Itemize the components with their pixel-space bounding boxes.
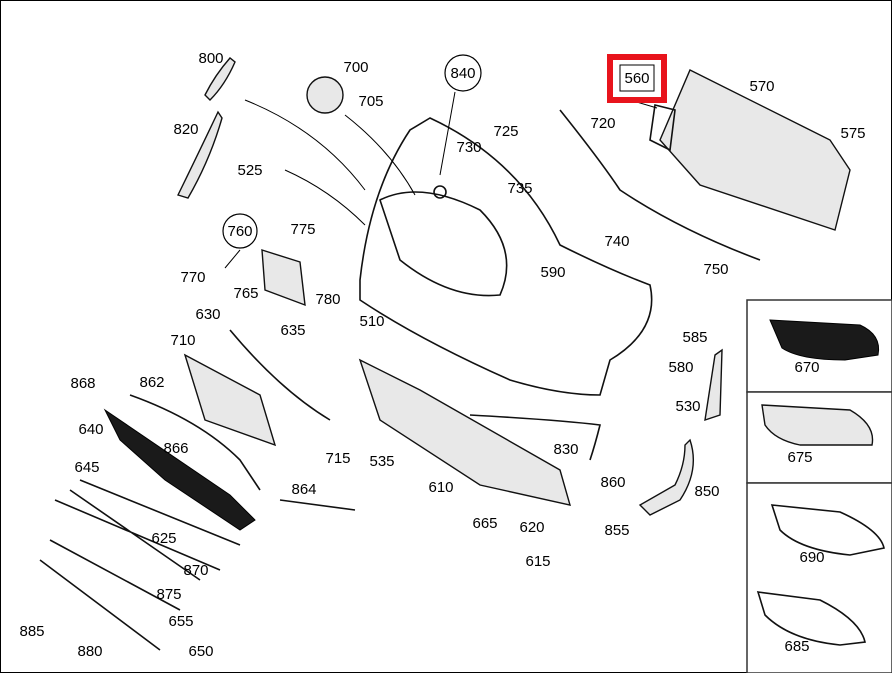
part-label-705[interactable]: 705 <box>358 93 383 110</box>
trim-strips[interactable] <box>39 479 241 651</box>
part-label-510[interactable]: 510 <box>359 313 384 330</box>
part-label-585[interactable]: 585 <box>682 329 707 346</box>
part-label-655[interactable]: 655 <box>168 613 193 630</box>
arrow-800 <box>244 99 366 191</box>
panel-part-label-685[interactable]: 685 <box>784 638 809 655</box>
part-label-830[interactable]: 830 <box>553 441 578 458</box>
panel-part-label-670[interactable]: 670 <box>794 359 819 376</box>
part-630-strip[interactable] <box>229 329 331 421</box>
part-label-780[interactable]: 780 <box>315 291 340 308</box>
part-label-730[interactable]: 730 <box>456 139 481 156</box>
part-label-700[interactable]: 700 <box>343 59 368 76</box>
side-panel-labels: 670 675 690 685 <box>784 359 824 655</box>
part-label-885[interactable]: 885 <box>19 623 44 640</box>
part-label-560[interactable]: 560 <box>624 70 649 87</box>
part-label-640[interactable]: 640 <box>78 421 103 438</box>
part-label-625[interactable]: 625 <box>151 530 176 547</box>
side-panels <box>746 299 892 673</box>
part-675-fog-trim[interactable] <box>761 404 874 446</box>
side-panel-690-685[interactable] <box>746 482 892 673</box>
part-label-870[interactable]: 870 <box>183 562 208 579</box>
part-830-strip[interactable] <box>469 414 601 461</box>
part-label-875[interactable]: 875 <box>156 586 181 603</box>
part-label-855[interactable]: 855 <box>604 522 629 539</box>
part-label-864[interactable]: 864 <box>291 481 316 498</box>
part-685-lamp[interactable] <box>756 591 866 646</box>
label-box-560 <box>619 64 655 92</box>
part-765-plate[interactable] <box>261 249 306 307</box>
part-530-bracket[interactable] <box>704 348 723 422</box>
part-label-750[interactable]: 750 <box>703 261 728 278</box>
part-label-868[interactable]: 868 <box>70 375 95 392</box>
part-label-735[interactable]: 735 <box>507 180 532 197</box>
part-710-frame[interactable] <box>183 353 277 447</box>
part-label-530[interactable]: 530 <box>675 398 700 415</box>
part-690-frame[interactable] <box>770 504 885 556</box>
part-label-580[interactable]: 580 <box>668 359 693 376</box>
part-label-866[interactable]: 866 <box>163 440 188 457</box>
part-label-720[interactable]: 720 <box>590 115 615 132</box>
part-850-bracket[interactable] <box>638 438 695 516</box>
part-label-570[interactable]: 570 <box>749 78 774 95</box>
part-label-535[interactable]: 535 <box>369 453 394 470</box>
part-label-710[interactable]: 710 <box>170 332 195 349</box>
part-label-650[interactable]: 650 <box>188 643 213 660</box>
highlight-box-560 <box>607 54 667 103</box>
arrow-705 <box>344 114 416 196</box>
part-label-620[interactable]: 620 <box>519 519 544 536</box>
part-label-880[interactable]: 880 <box>77 643 102 660</box>
part-862-strip[interactable] <box>129 394 261 491</box>
panel-part-label-690[interactable]: 690 <box>799 549 824 566</box>
part-label-820[interactable]: 820 <box>173 121 198 138</box>
part-label-850[interactable]: 850 <box>694 483 719 500</box>
bumper-grille-opening <box>379 191 508 297</box>
part-label-635[interactable]: 635 <box>280 322 305 339</box>
part-label-800[interactable]: 800 <box>198 50 223 67</box>
part-label-590[interactable]: 590 <box>540 264 565 281</box>
part-560-bracket[interactable] <box>649 104 676 152</box>
part-label-525[interactable]: 525 <box>237 162 262 179</box>
part-label-610[interactable]: 610 <box>428 479 453 496</box>
part-labels: 800 700 840 560 570 705 725 720 575 820 730 525 735 7… <box>19 50 865 660</box>
part-label-645[interactable]: 645 <box>74 459 99 476</box>
main-parts <box>39 57 851 651</box>
part-label-775[interactable]: 775 <box>290 221 315 238</box>
part-label-760[interactable]: 760 <box>227 223 252 240</box>
star-emblem-mount <box>433 185 447 199</box>
part-800-trim[interactable] <box>204 57 236 101</box>
part-label-862[interactable]: 862 <box>139 374 164 391</box>
part-label-615[interactable]: 615 <box>525 553 550 570</box>
part-label-860[interactable]: 860 <box>600 474 625 491</box>
part-720-harness[interactable] <box>559 109 761 261</box>
part-label-725[interactable]: 725 <box>493 123 518 140</box>
part-label-665[interactable]: 665 <box>472 515 497 532</box>
part-label-575[interactable]: 575 <box>840 125 865 142</box>
panel-part-label-675[interactable]: 675 <box>787 449 812 466</box>
part-label-740[interactable]: 740 <box>604 233 629 250</box>
part-label-715[interactable]: 715 <box>325 450 350 467</box>
part-label-840[interactable]: 840 <box>450 65 475 82</box>
arrow-525 <box>284 169 366 226</box>
part-670-fog-cover[interactable] <box>769 319 880 361</box>
part-label-765[interactable]: 765 <box>233 285 258 302</box>
part-label-770[interactable]: 770 <box>180 269 205 286</box>
part-820-side[interactable] <box>177 110 223 199</box>
part-864-strip[interactable] <box>279 499 356 511</box>
part-640-grille[interactable] <box>103 408 256 531</box>
part-610-undertray[interactable] <box>358 358 571 506</box>
circle-840 <box>444 54 482 92</box>
part-label-630[interactable]: 630 <box>195 306 220 323</box>
circle-760 <box>222 213 258 249</box>
part-700-star[interactable] <box>306 76 344 114</box>
part-570-support[interactable] <box>659 69 851 231</box>
part-510-bumper-cover[interactable] <box>359 117 653 396</box>
